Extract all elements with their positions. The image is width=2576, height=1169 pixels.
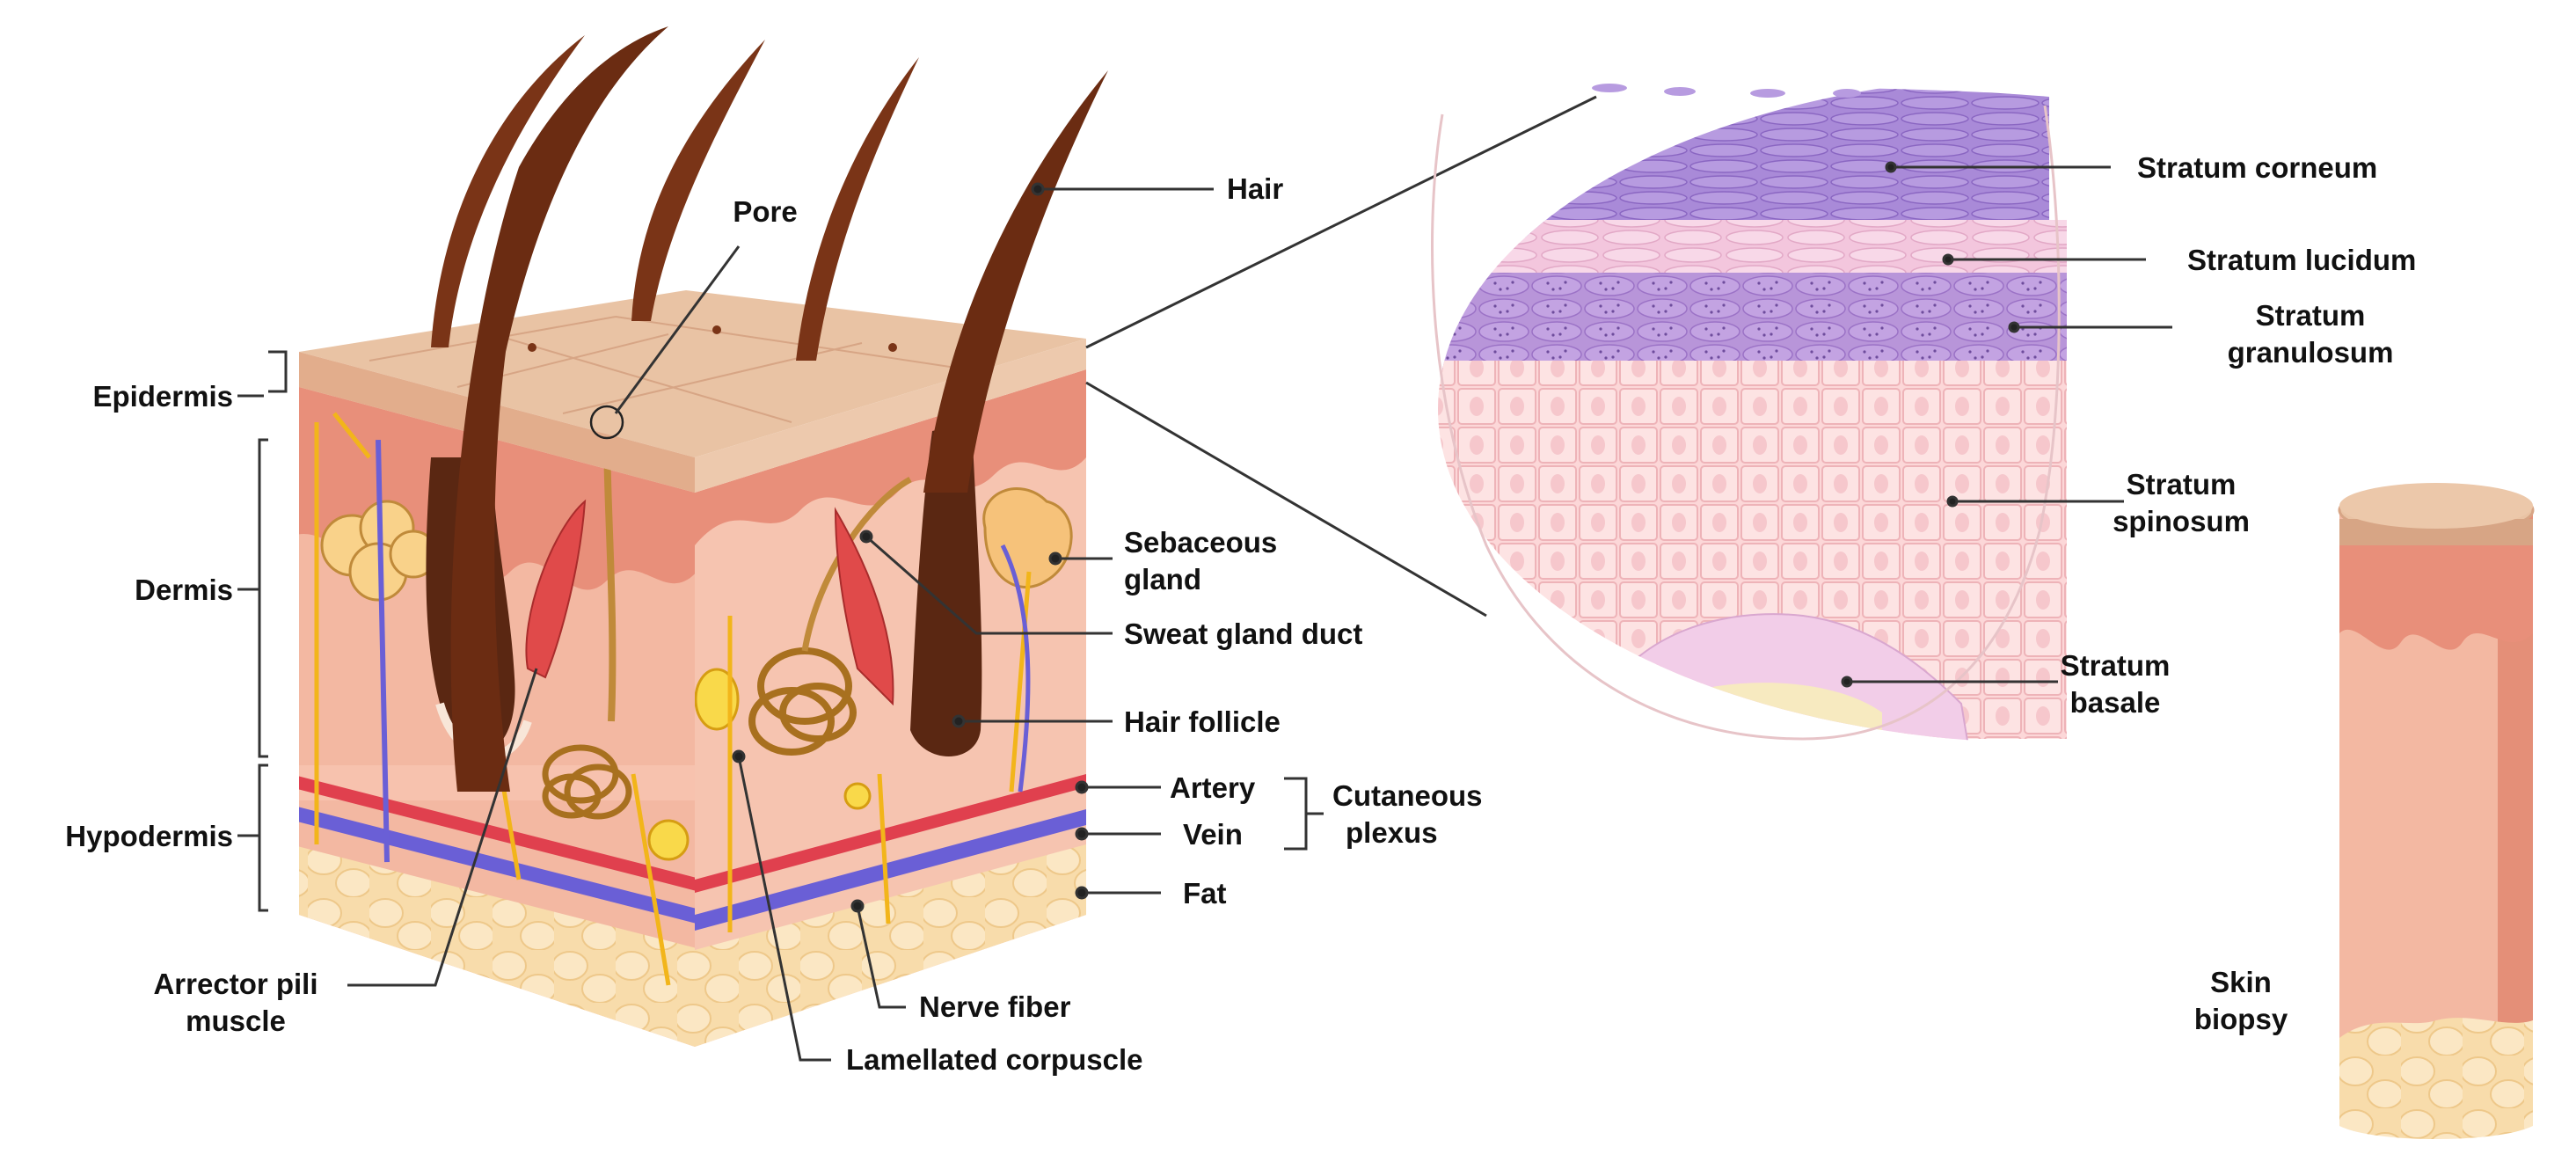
label-skin-biopsy-line2: biopsy [2193, 1003, 2288, 1035]
label-arrector-pili-line1: Arrector pili [153, 968, 318, 1000]
sebaceous-gland-left [320, 500, 438, 602]
label-fat: Fat [1183, 877, 1227, 910]
label-hair: Hair [1227, 172, 1284, 205]
label-hypodermis: Hypodermis [65, 820, 233, 852]
label-stratum-lucidum: Stratum lucidum [2187, 244, 2417, 276]
label-stratum-spinosum-line2: spinosum [2113, 505, 2250, 537]
side-structures [695, 422, 1073, 932]
label-sweat-gland-duct: Sweat gland duct [1124, 617, 1363, 650]
label-stratum-granulosum-line2: granulosum [2227, 336, 2394, 369]
leader-lines [237, 161, 2172, 1062]
label-cutaneous-plexus-line2: plexus [1346, 816, 1438, 849]
label-nerve-fiber: Nerve fiber [919, 990, 1071, 1023]
label-artery: Artery [1170, 771, 1256, 804]
hairs [431, 26, 1108, 792]
label-stratum-corneum: Stratum corneum [2137, 151, 2378, 184]
label-vein: Vein [1183, 818, 1243, 851]
label-epidermis: Epidermis [92, 380, 233, 413]
label-sebaceous-gland-line2: gland [1124, 563, 1201, 595]
label-lamellated-corpuscle: Lamellated corpuscle [846, 1043, 1143, 1076]
label-arrector-pili-line2: muscle [186, 1005, 286, 1037]
label-sebaceous-gland-line1: Sebaceous [1124, 526, 1278, 559]
label-stratum-spinosum-line1: Stratum [2126, 468, 2237, 500]
label-pore: Pore [733, 195, 798, 228]
label-hair-follicle: Hair follicle [1124, 705, 1281, 738]
label-cutaneous-plexus-line1: Cutaneous [1332, 779, 1483, 812]
label-dermis: Dermis [135, 574, 233, 606]
label-skin-biopsy-line1: Skin [2210, 966, 2272, 998]
label-stratum-basale-line2: basale [2069, 686, 2161, 719]
label-stratum-basale-line1: Stratum [2060, 649, 2171, 682]
label-stratum-granulosum-line1: Stratum [2255, 299, 2366, 332]
skin-biopsy-core [2338, 483, 2535, 1139]
